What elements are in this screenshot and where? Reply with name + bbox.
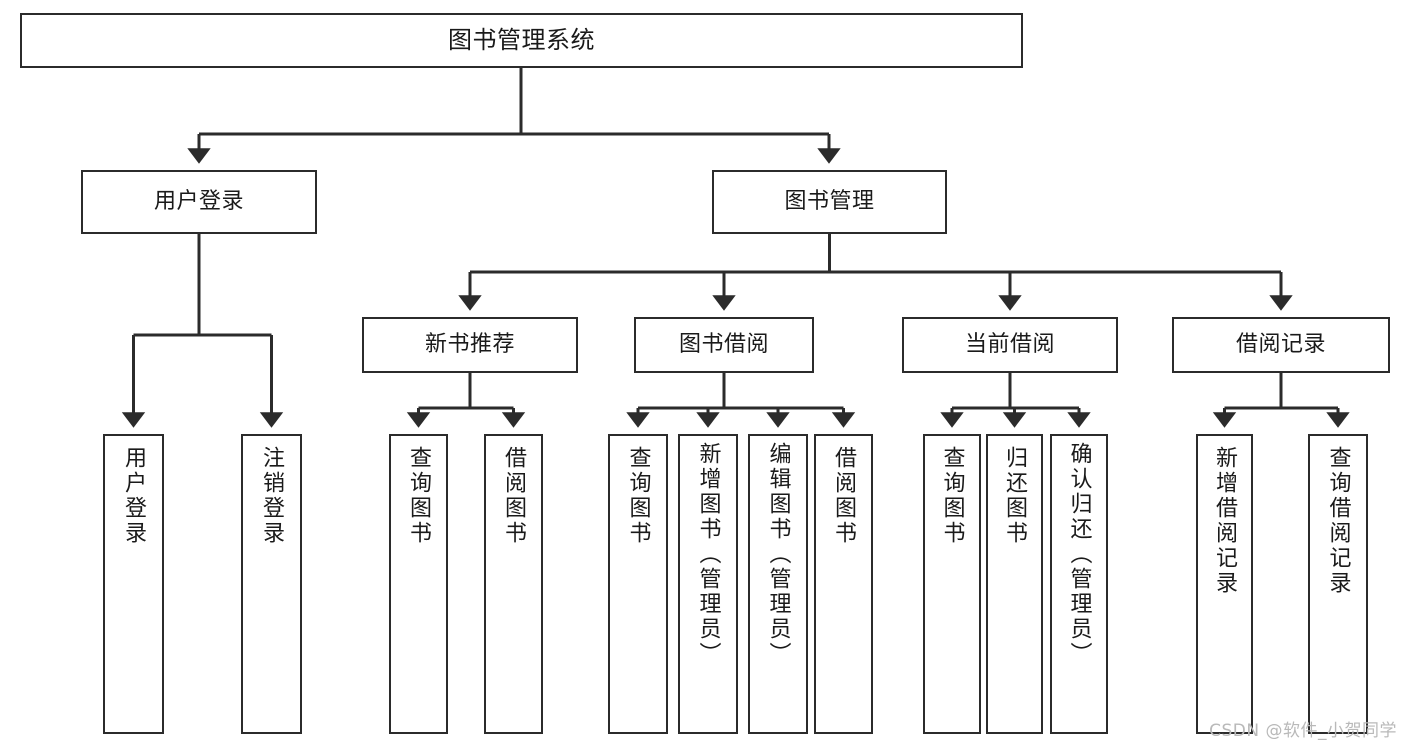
leaf-node-1[interactable]: 注销登录: [241, 434, 302, 734]
level3-node-label: 新书推荐: [424, 331, 515, 357]
leaf-node-2[interactable]: 查询图书: [389, 434, 448, 734]
level2-node-1[interactable]: 图书管理: [712, 170, 947, 234]
level2-node-label: 用户登录: [153, 188, 244, 214]
leaf-node-12[interactable]: 查询借阅记录: [1308, 434, 1368, 734]
leaf-node-10[interactable]: 确认归还（管理员）: [1050, 434, 1108, 734]
leaf-node-3[interactable]: 借阅图书: [484, 434, 543, 734]
level3-node-label: 借阅记录: [1235, 331, 1326, 357]
level3-node-2[interactable]: 当前借阅: [902, 317, 1118, 373]
leaf-node-label: 新增图书（管理员）: [695, 442, 721, 667]
level2-node-label: 图书管理: [784, 188, 875, 214]
leaf-node-7[interactable]: 借阅图书: [814, 434, 873, 734]
leaf-node-0[interactable]: 用户登录: [103, 434, 164, 734]
level3-node-label: 当前借阅: [964, 331, 1055, 357]
leaf-node-label: 查询图书: [406, 446, 432, 546]
leaf-node-8[interactable]: 查询图书: [923, 434, 981, 734]
leaf-node-4[interactable]: 查询图书: [608, 434, 668, 734]
level2-node-0[interactable]: 用户登录: [81, 170, 317, 234]
leaf-node-label: 查询图书: [939, 446, 965, 546]
leaf-node-5[interactable]: 新增图书（管理员）: [678, 434, 738, 734]
level3-node-3[interactable]: 借阅记录: [1172, 317, 1390, 373]
level3-node-1[interactable]: 图书借阅: [634, 317, 814, 373]
leaf-node-9[interactable]: 归还图书: [986, 434, 1043, 734]
leaf-node-label: 借阅图书: [831, 446, 857, 546]
leaf-node-label: 用户登录: [121, 446, 147, 546]
leaf-node-label: 新增借阅记录: [1212, 446, 1238, 596]
root-node-label: 图书管理系统: [448, 26, 595, 55]
leaf-node-label: 查询图书: [625, 446, 651, 546]
leaf-node-label: 查询借阅记录: [1325, 446, 1351, 596]
level3-node-label: 图书借阅: [678, 331, 769, 357]
leaf-node-label: 借阅图书: [501, 446, 527, 546]
leaf-node-label: 确认归还（管理员）: [1066, 442, 1092, 667]
leaf-node-6[interactable]: 编辑图书（管理员）: [748, 434, 808, 734]
leaf-node-label: 编辑图书（管理员）: [765, 442, 791, 667]
leaf-node-11[interactable]: 新增借阅记录: [1196, 434, 1253, 734]
leaf-node-label: 注销登录: [259, 446, 285, 546]
root-node-root[interactable]: 图书管理系统: [20, 13, 1023, 68]
leaf-node-label: 归还图书: [1002, 446, 1028, 546]
level3-node-0[interactable]: 新书推荐: [362, 317, 578, 373]
